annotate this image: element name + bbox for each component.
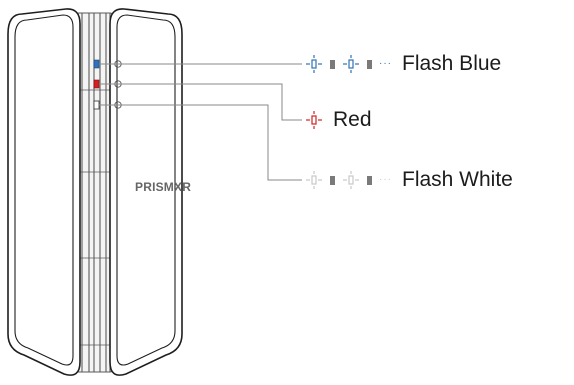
led-pattern-red [305, 111, 323, 129]
led-off-segment [330, 59, 335, 69]
led-pattern-blue: ··· [305, 55, 392, 73]
led-white [93, 100, 100, 110]
led-on-icon [306, 171, 322, 189]
legend-row-blue: ··· Flash Blue [305, 51, 501, 77]
led-on-icon [306, 111, 322, 129]
legend-row-red: Red [305, 107, 372, 133]
led-on-icon [306, 55, 322, 73]
device-brand-label: PRISMXR [135, 180, 192, 194]
led-pattern-white: ··· [305, 171, 392, 189]
led-off-segment [330, 175, 335, 185]
legend-label-blue: Flash Blue [402, 52, 502, 75]
led-off-segment [367, 59, 372, 69]
led-blue [93, 59, 100, 69]
led-red [93, 79, 100, 89]
led-on-icon [343, 55, 359, 73]
legend-label-white: Flash White [402, 168, 513, 191]
ellipsis-icon: ··· [379, 58, 392, 69]
device-hinge [75, 12, 114, 373]
device-right-panel [109, 8, 183, 376]
legend-row-white: ··· Flash White [305, 167, 513, 193]
led-off-segment [367, 175, 372, 185]
led-on-icon [343, 171, 359, 189]
leader-line-white [99, 104, 302, 181]
leader-line-red [99, 83, 302, 121]
ellipsis-icon: ··· [379, 174, 392, 185]
device-left-panel [7, 8, 81, 376]
legend-label-red: Red [333, 108, 372, 131]
leader-lines [99, 63, 302, 181]
